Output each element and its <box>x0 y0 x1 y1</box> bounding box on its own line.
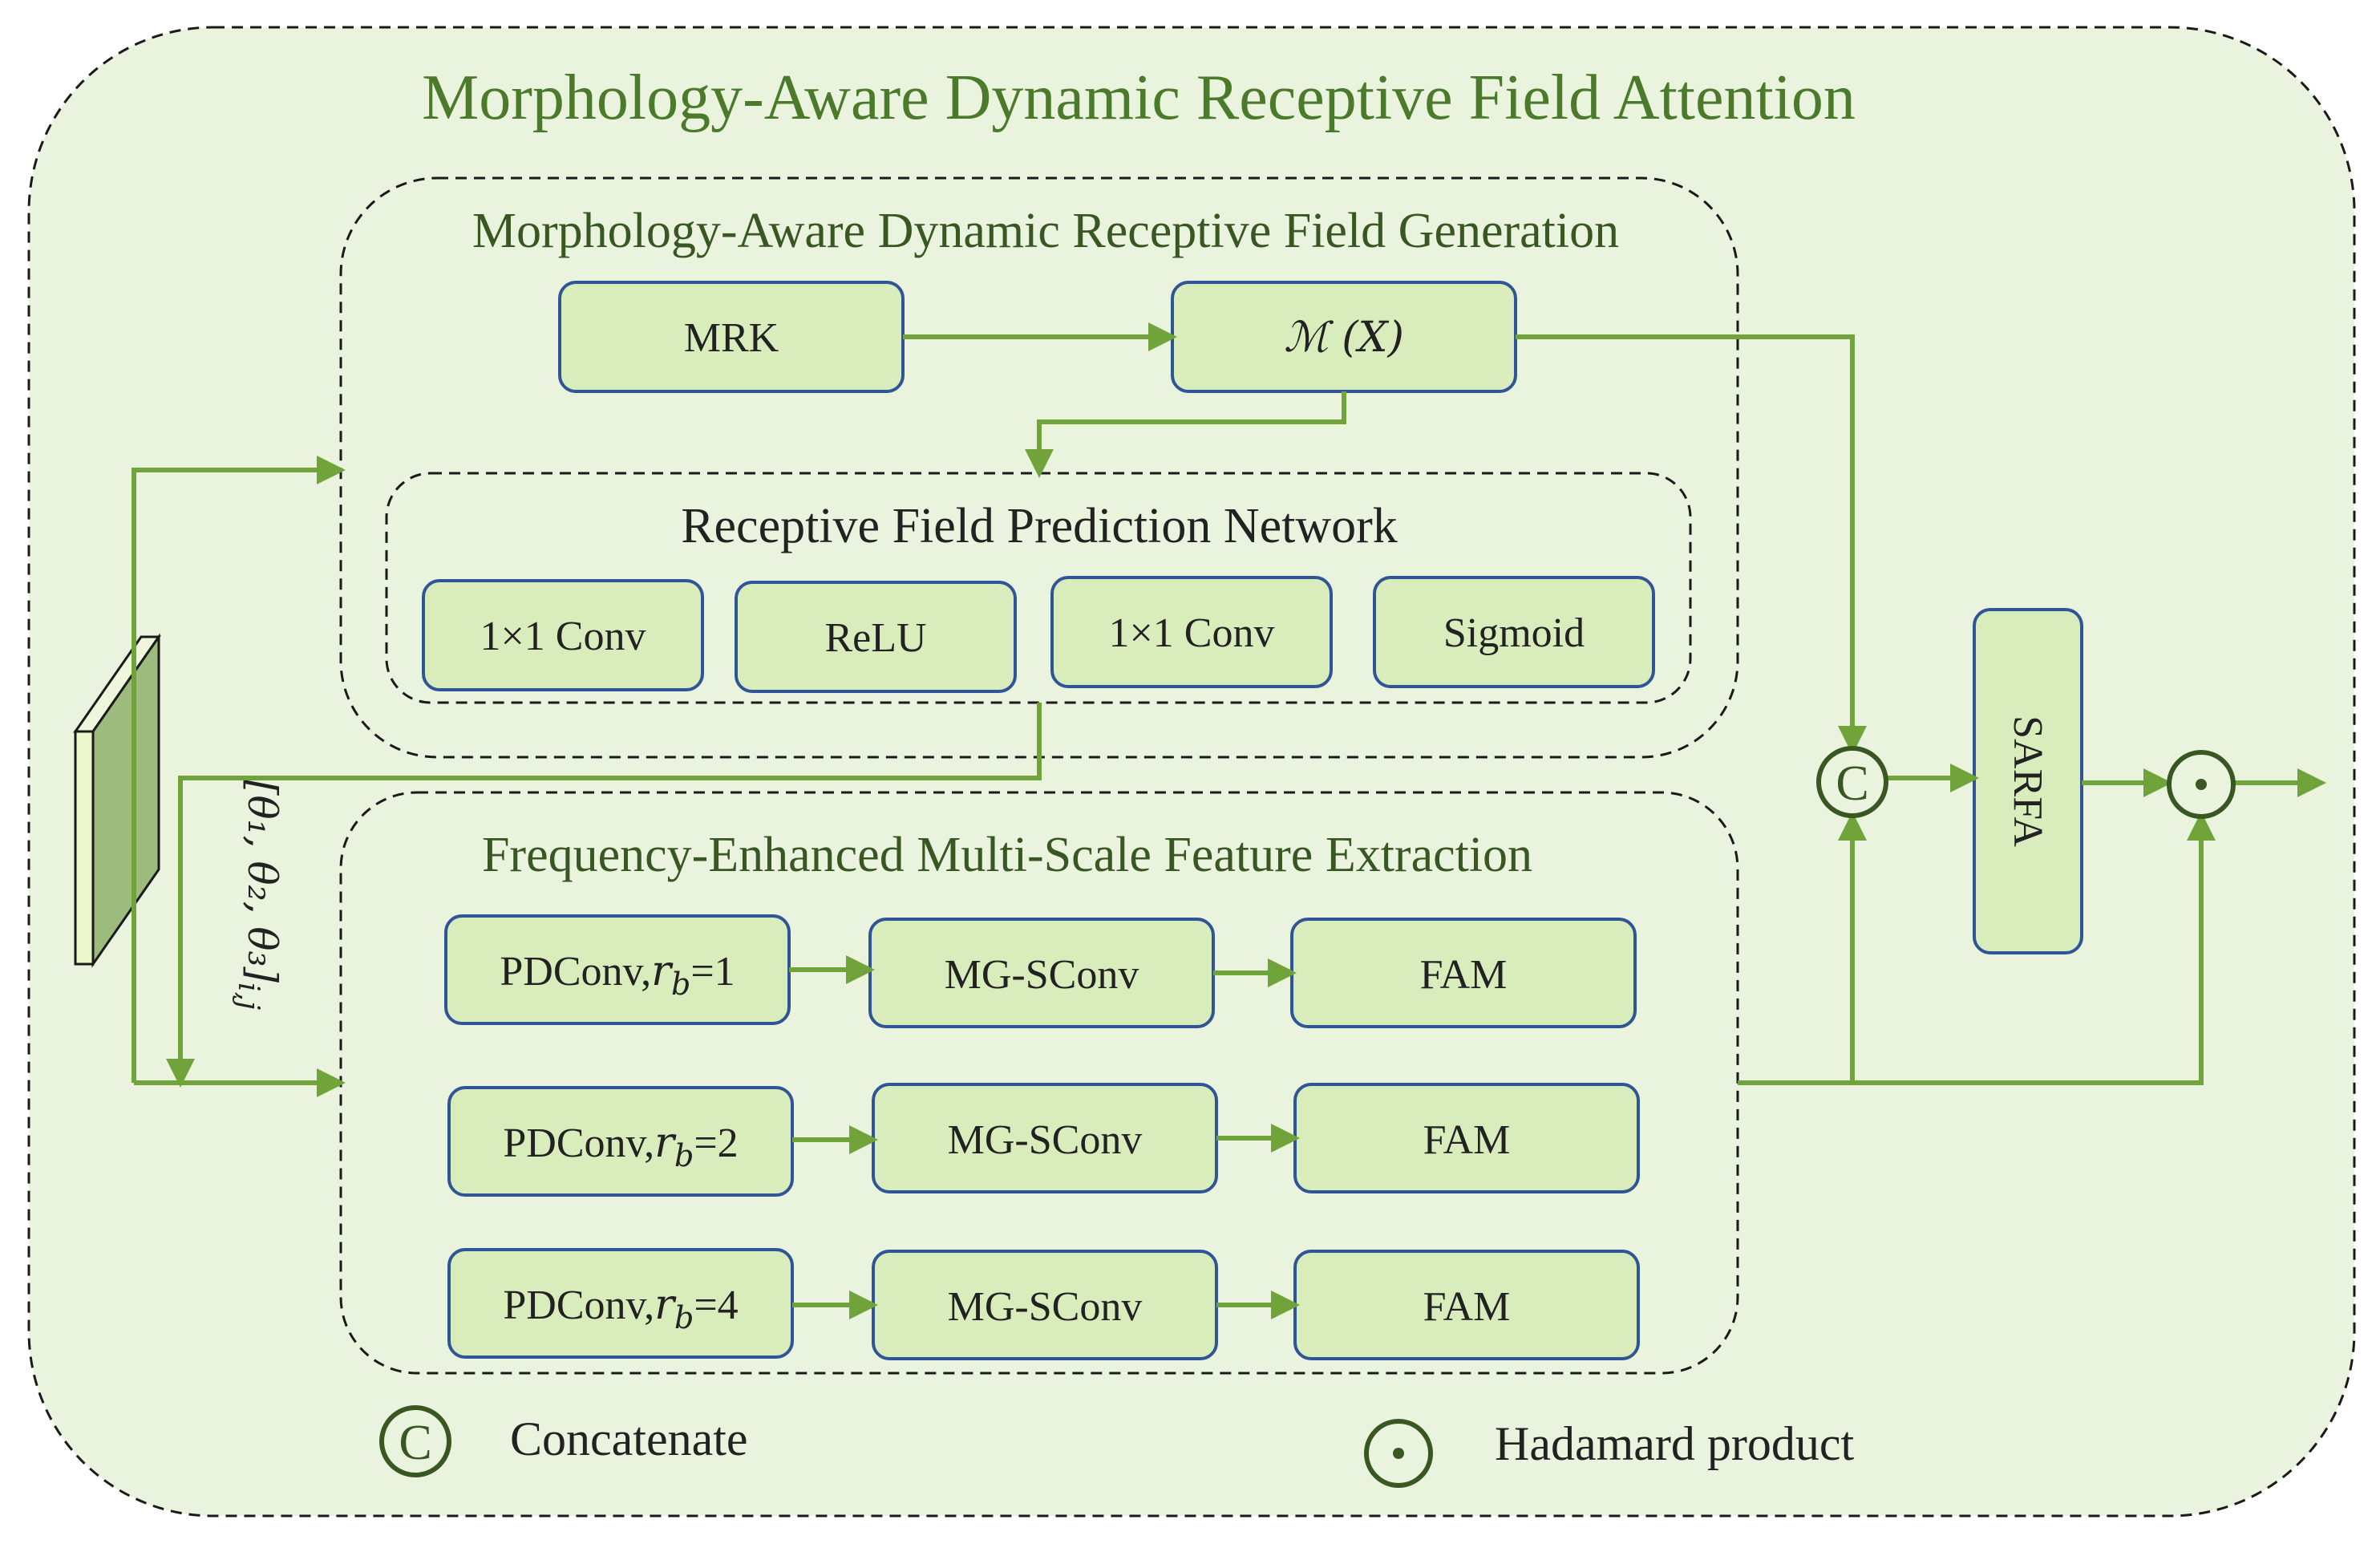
extraction-title: Frequency-Enhanced Multi-Scale Feature E… <box>482 828 1532 882</box>
generation-title: Morphology-Aware Dynamic Receptive Field… <box>472 204 1619 258</box>
mgsconv-r3-label: MG-SConv <box>948 1284 1143 1330</box>
legend-hadamard-label: Hadamard product <box>1495 1417 1854 1470</box>
svg-text:C: C <box>1836 756 1868 811</box>
fam-r1-label: FAM <box>1420 952 1508 998</box>
concat-operator: C <box>1816 746 1888 818</box>
hadamard-operator <box>2167 750 2236 819</box>
conv2-label: 1×1 Conv <box>1108 610 1274 656</box>
input-feature-map <box>73 633 161 968</box>
svg-text:C: C <box>399 1416 431 1470</box>
conv2-box[interactable] <box>1050 576 1333 688</box>
fam-r2-label: FAM <box>1423 1117 1511 1163</box>
legend-hadamard-icon <box>1364 1419 1433 1488</box>
relu-box[interactable] <box>735 581 1017 693</box>
main-title: Morphology-Aware Dynamic Receptive Field… <box>422 63 1856 133</box>
conv1-box[interactable] <box>422 579 704 691</box>
flow-lines <box>132 322 2326 1319</box>
mgsconv-r2-label: MG-SConv <box>948 1117 1143 1163</box>
sigmoid-label: Sigmoid <box>1443 610 1585 656</box>
prediction-title: Receptive Field Prediction Network <box>681 499 1398 553</box>
fam-r3-label: FAM <box>1423 1284 1511 1330</box>
mgsconv-r1-label: MG-SConv <box>945 952 1139 998</box>
legend-concat-label: Concatenate <box>510 1412 748 1465</box>
mrk-label: MRK <box>684 315 779 361</box>
sarfa-label: SARFA <box>2005 715 2050 847</box>
pdconv-r1-label: PDConv,rb=1 <box>500 947 735 1002</box>
pdconv-r3-label: PDConv,rb=4 <box>503 1281 738 1335</box>
sigmoid-box[interactable] <box>1373 576 1655 688</box>
mx-label: ℳ (X) <box>1284 314 1404 362</box>
conv1-label: 1×1 Conv <box>480 614 646 659</box>
theta-label: [θ₁, θ₂, θ₃]i,j <box>232 780 285 1010</box>
relu-label: ReLU <box>824 615 926 661</box>
legend-concat-icon: C <box>379 1405 451 1477</box>
pdconv-r2-label: PDConv,rb=2 <box>503 1119 738 1173</box>
